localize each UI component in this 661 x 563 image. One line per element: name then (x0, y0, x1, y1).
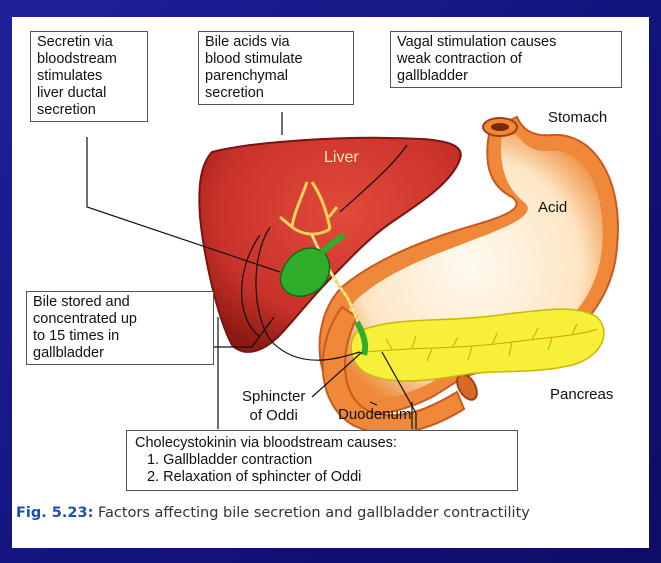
box-line: liver ductal (37, 85, 141, 102)
cck-box: Cholecystokinin via bloodstream causes: … (126, 430, 518, 491)
box-line: parenchymal (205, 68, 347, 85)
liver-label: Liver (324, 149, 359, 167)
stomach-label: Stomach (548, 109, 607, 126)
box-line: blood stimulate (205, 51, 347, 68)
box-line: to 15 times in (33, 328, 207, 345)
sphincter-line: of Oddi (242, 406, 305, 425)
figure-number: Fig. 5.23: (16, 505, 93, 521)
box-line: weak contraction of (397, 51, 615, 68)
box-line: Cholecystokinin via bloodstream causes: (135, 435, 509, 452)
sphincter-label: Sphincter of Oddi (242, 387, 305, 425)
pancreas-label: Pancreas (550, 386, 613, 403)
box-line: Vagal stimulation causes (397, 34, 615, 51)
box-line: stimulates (37, 68, 141, 85)
box-line: gallbladder (33, 345, 207, 362)
figure-caption: Fig. 5.23: Factors affecting bile secret… (16, 504, 641, 523)
box-line: 2. Relaxation of sphincter of Oddi (135, 469, 509, 486)
caption-text: Factors affecting bile secretion and gal… (93, 505, 529, 521)
box-line: secretion (37, 102, 141, 119)
bile-acids-box: Bile acids via blood stimulate parenchym… (198, 31, 354, 105)
duodenum-label: Duodenum (338, 406, 411, 423)
box-line: Bile acids via (205, 34, 347, 51)
bile-stored-box: Bile stored and concentrated up to 15 ti… (26, 291, 214, 365)
box-line: concentrated up (33, 311, 207, 328)
box-line: 1. Gallbladder contraction (135, 452, 509, 469)
figure-panel: Secretin via bloodstream stimulates live… (12, 17, 649, 548)
box-line: Secretin via (37, 34, 141, 51)
box-line: bloodstream (37, 51, 141, 68)
box-line: gallbladder (397, 68, 615, 85)
vagal-box: Vagal stimulation causes weak contractio… (390, 31, 622, 88)
box-line: Bile stored and (33, 294, 207, 311)
acid-label: Acid (538, 199, 567, 216)
sphincter-line: Sphincter (242, 387, 305, 406)
secretin-box: Secretin via bloodstream stimulates live… (30, 31, 148, 122)
box-line: secretion (205, 85, 347, 102)
